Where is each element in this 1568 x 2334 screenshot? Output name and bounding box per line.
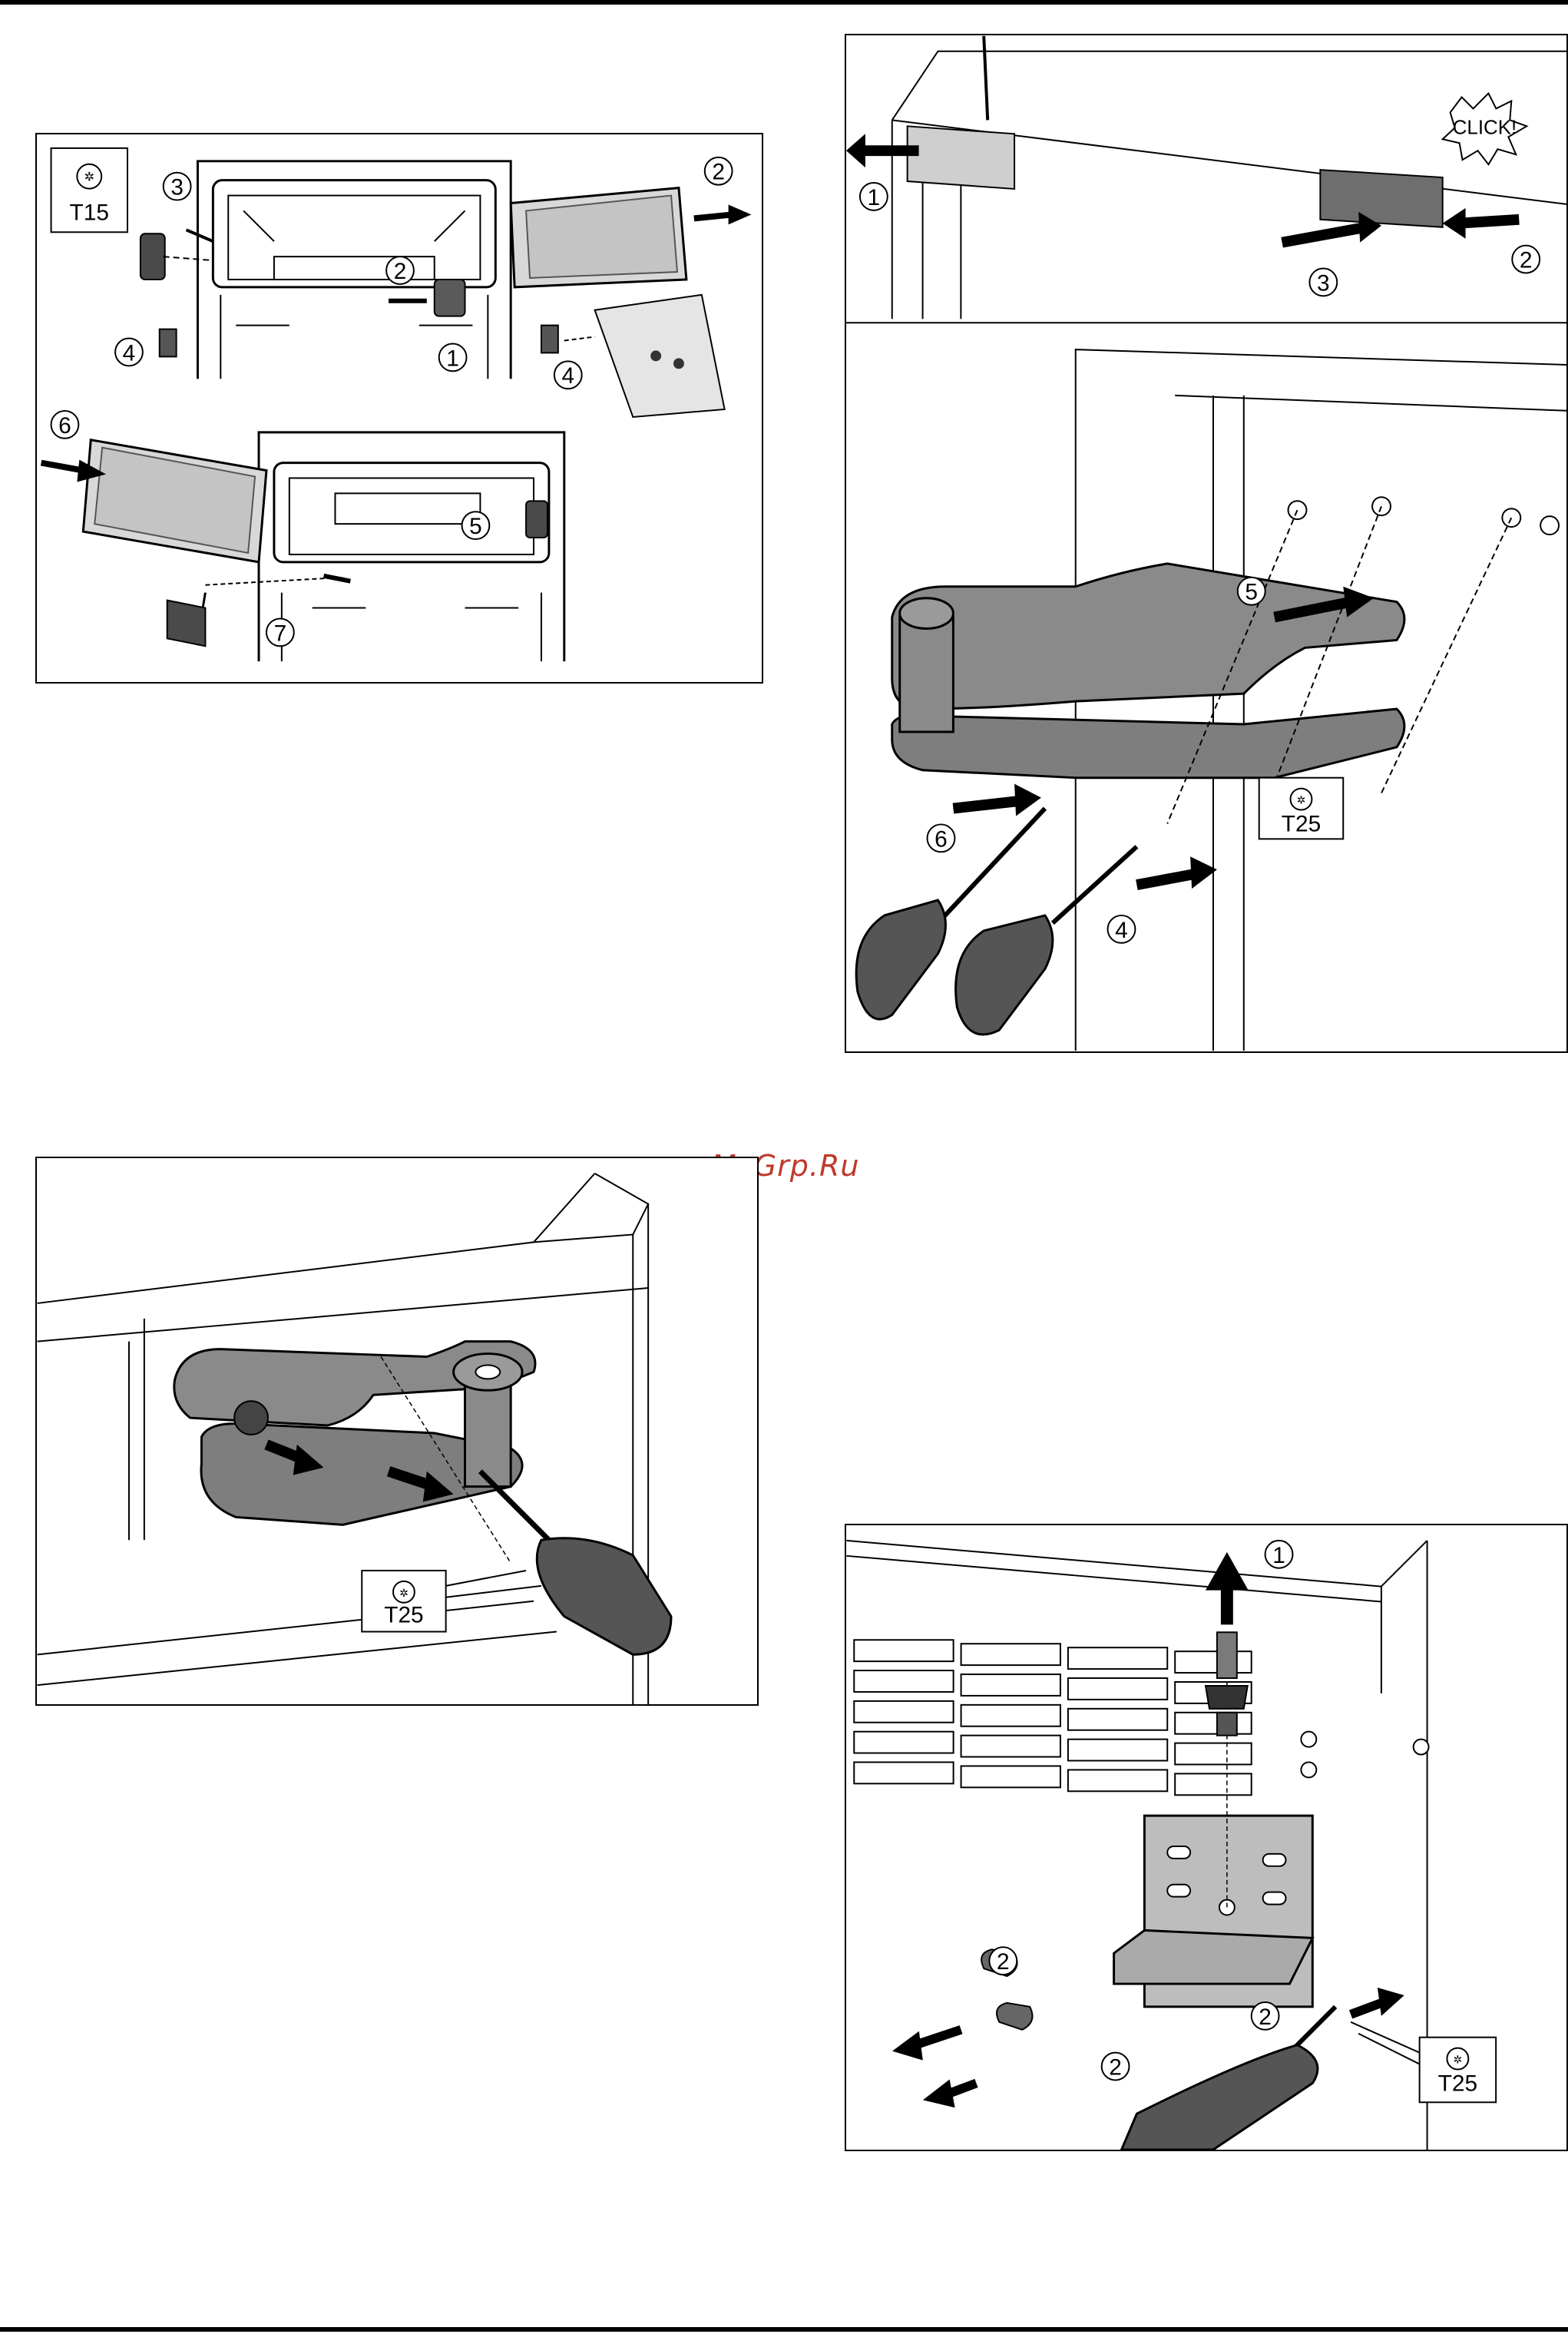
svg-text:5: 5 [469, 514, 482, 539]
tool-label: T25 [1438, 2071, 1477, 2096]
svg-text:2: 2 [1109, 2054, 1122, 2080]
top-rule [0, 0, 1568, 5]
svg-text:6: 6 [935, 826, 948, 852]
svg-text:1: 1 [868, 185, 881, 210]
svg-text:1: 1 [1272, 1543, 1285, 1568]
svg-text:4: 4 [1115, 918, 1128, 943]
svg-text:✲: ✲ [1297, 794, 1306, 806]
svg-text:✲: ✲ [399, 1587, 409, 1599]
svg-text:5: 5 [1245, 580, 1258, 605]
figure-bottom-hinge: ✲ T25 1 2 2 2 [845, 1524, 1568, 2151]
tool-label: T25 [1282, 811, 1321, 836]
figure-filter-removal: ✲ T15 3 2 2 1 4 4 [35, 133, 763, 684]
figure-hinge-removal: ✲ T25 [35, 1157, 759, 1706]
figure-hinge-top-drawing: CLICK! ✲ T25 1 3 2 5 6 4 [846, 35, 1566, 1051]
svg-text:4: 4 [123, 340, 136, 366]
svg-text:7: 7 [274, 621, 287, 646]
tool-label: T25 [384, 1603, 423, 1628]
svg-text:3: 3 [170, 175, 184, 200]
svg-text:2: 2 [1520, 248, 1533, 273]
figure-filter-removal-drawing: ✲ T15 3 2 2 1 4 4 [37, 134, 762, 682]
svg-text:2: 2 [997, 1949, 1010, 1975]
svg-text:2: 2 [394, 259, 407, 284]
svg-text:✲: ✲ [84, 171, 94, 184]
figure-hinge-removal-drawing: ✲ T25 [37, 1158, 757, 1704]
figure-bottom-hinge-drawing: ✲ T25 1 2 2 2 [846, 1525, 1566, 2150]
svg-text:✲: ✲ [1454, 2054, 1463, 2066]
svg-text:2: 2 [712, 160, 725, 185]
click-label: CLICK! [1453, 117, 1517, 138]
callouts: 1 3 2 5 6 4 [860, 183, 1540, 943]
bottom-rule [0, 2327, 1568, 2332]
svg-text:3: 3 [1317, 270, 1330, 296]
svg-text:4: 4 [561, 363, 574, 389]
svg-text:1: 1 [446, 346, 459, 371]
figure-hinge-top: CLICK! ✲ T25 1 3 2 5 6 4 [845, 34, 1568, 1053]
svg-text:6: 6 [58, 413, 71, 439]
svg-text:2: 2 [1259, 2005, 1272, 2030]
tool-label: T15 [70, 200, 109, 225]
